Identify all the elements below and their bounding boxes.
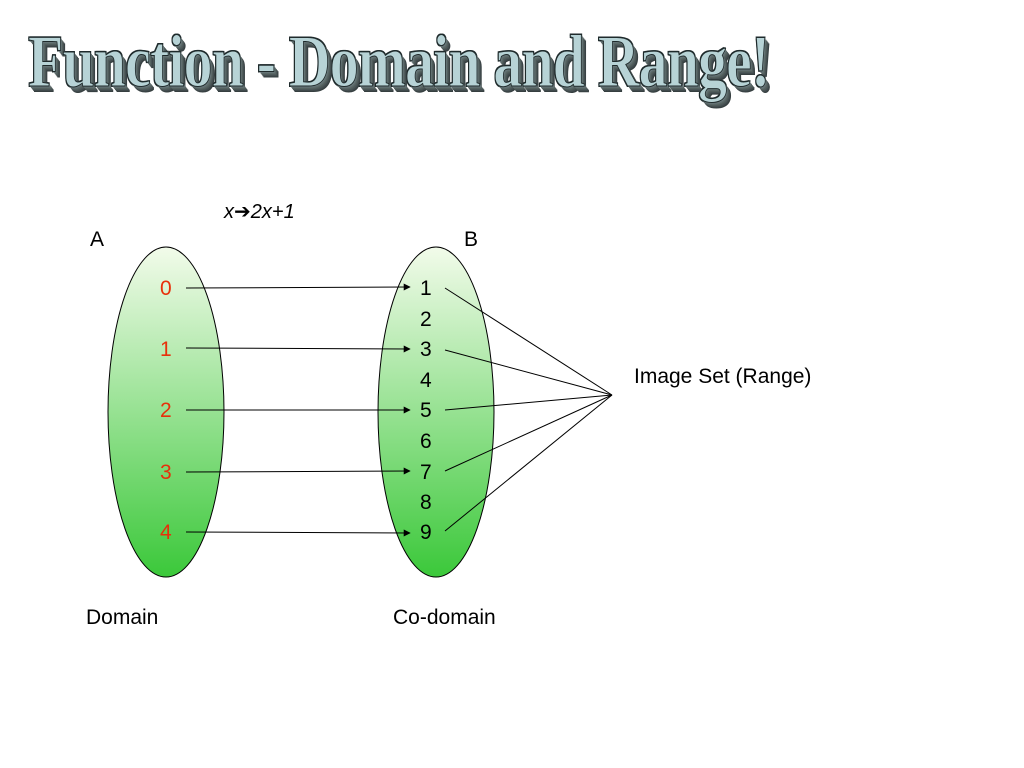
codomain-value: 9 [420, 521, 432, 544]
domain-value: 1 [160, 338, 172, 361]
domain-value: 0 [160, 277, 172, 300]
range-connector-line [444, 394, 613, 472]
codomain-caption: Co-domain [393, 606, 496, 629]
codomain-value: 6 [420, 430, 432, 453]
mapping-arrow [185, 283, 411, 291]
mapping-rule-expression: 2x+1 [250, 201, 295, 223]
domain-ellipse [107, 246, 225, 578]
mapping-arrow [185, 467, 411, 475]
domain-value: 3 [160, 461, 172, 484]
codomain-value: 2 [420, 308, 432, 331]
range-connector-line [444, 394, 613, 411]
domain-value: 2 [160, 399, 172, 422]
set-b-label: B [464, 228, 479, 251]
codomain-value: 3 [420, 338, 432, 361]
codomain-ellipse [377, 246, 495, 578]
range-connector-line [444, 287, 613, 396]
mapping-rule-variable: x [224, 201, 234, 223]
page-title: Function - Domain and Range! [28, 21, 771, 104]
codomain-value: 8 [420, 491, 432, 514]
codomain-value: 5 [420, 399, 432, 422]
domain-value: 4 [160, 521, 172, 544]
codomain-value: 1 [420, 277, 432, 300]
set-a-label: A [90, 228, 105, 251]
domain-caption: Domain [86, 606, 159, 629]
mapping-arrow [185, 345, 411, 353]
codomain-value: 7 [420, 461, 432, 484]
range-connector-line [444, 349, 613, 396]
range-connector-line [444, 394, 613, 532]
codomain-value: 4 [420, 369, 432, 392]
right-arrow-icon: ➔ [234, 201, 251, 223]
mapping-rule: x➔2x+1 [224, 199, 295, 224]
image-set-label: Image Set (Range) [634, 365, 812, 388]
mapping-arrow [185, 529, 411, 537]
